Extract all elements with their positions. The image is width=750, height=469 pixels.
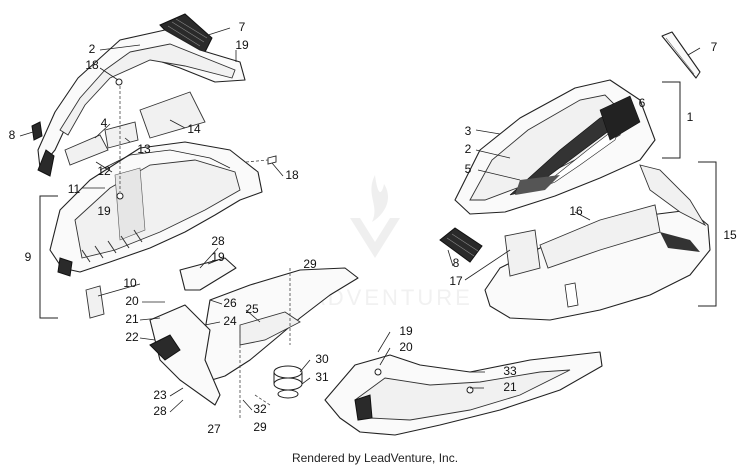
callout-2[interactable]: 2 [89,42,96,56]
side-bracket [149,304,221,406]
hood-tip [37,149,55,177]
callout-labels: 7 19 2 18 8 4 14 13 12 11 18 9 19 7 1 6 … [9,20,737,436]
callout-29-b[interactable]: 29 [253,420,267,434]
callout-30[interactable]: 30 [315,352,329,366]
callout-19-c[interactable]: 19 [211,250,225,264]
callout-8[interactable]: 8 [9,128,16,142]
callout-27[interactable]: 27 [207,422,221,436]
callout-5[interactable]: 5 [465,162,472,176]
left-hood-assembly [31,13,277,319]
callout-32[interactable]: 32 [253,402,267,416]
callout-9[interactable]: 9 [25,250,32,264]
callout-31[interactable]: 31 [315,370,329,384]
callout-19-d[interactable]: 19 [399,324,413,338]
callout-33[interactable]: 33 [503,364,517,378]
callout-2-b[interactable]: 2 [465,142,472,156]
callout-24[interactable]: 24 [223,314,237,328]
callout-10[interactable]: 10 [123,276,137,290]
belly-pan-assembly [324,351,603,436]
callout-6[interactable]: 6 [639,96,646,110]
callout-4[interactable]: 4 [101,116,108,130]
callout-7-b[interactable]: 7 [711,40,718,54]
callout-28-b[interactable]: 28 [153,404,167,418]
small-decal [504,229,541,277]
callout-20-b[interactable]: 20 [399,340,413,354]
callout-29[interactable]: 29 [303,257,317,271]
callout-20[interactable]: 20 [125,294,139,308]
callout-8-b[interactable]: 8 [453,256,460,270]
callout-25[interactable]: 25 [245,302,259,316]
lower-vent [439,227,483,263]
decal-panel [139,91,206,139]
callout-28[interactable]: 28 [211,234,225,248]
callout-12[interactable]: 12 [97,164,111,178]
right-side-panel-assembly [439,31,717,321]
credit-line: Rendered by LeadVenture, Inc. [291,451,459,465]
callout-17[interactable]: 17 [449,274,463,288]
callout-21-b[interactable]: 21 [503,380,517,394]
callout-11[interactable]: 11 [68,182,81,196]
exploded-view: LEADVENTURE [9,13,737,436]
callout-19[interactable]: 19 [235,38,249,52]
callout-13[interactable]: 13 [137,142,151,156]
callout-26[interactable]: 26 [223,296,237,310]
callout-1[interactable]: 1 [687,110,694,124]
callout-21[interactable]: 21 [125,312,139,326]
callout-18-b[interactable]: 18 [285,168,299,182]
small-bracket [179,257,237,291]
callout-23[interactable]: 23 [153,388,167,402]
side-vent [661,31,701,79]
callout-16[interactable]: 16 [569,204,583,218]
leader-lines [19,27,701,413]
callout-7[interactable]: 7 [239,20,246,34]
callout-15[interactable]: 15 [723,228,737,242]
callout-19-b[interactable]: 19 [97,204,111,218]
callout-18[interactable]: 18 [85,58,99,72]
callout-14[interactable]: 14 [187,122,201,136]
center-bracket-assembly [149,257,359,420]
side-knob [31,121,43,141]
callout-3[interactable]: 3 [465,124,472,138]
callout-22[interactable]: 22 [125,330,139,344]
